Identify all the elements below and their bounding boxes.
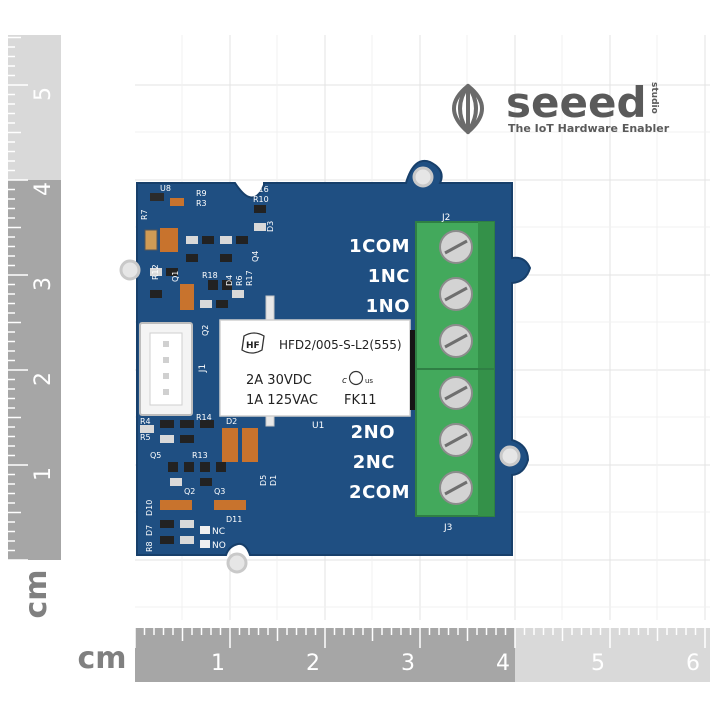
mount-hole-left (119, 259, 141, 281)
grove-connector (139, 322, 193, 416)
label-no-small: NO (212, 541, 226, 551)
hruler-tick-3: 3 (401, 651, 415, 676)
label-2no: 2NO (351, 422, 395, 443)
ref-d5: D5 (259, 475, 268, 486)
relay-brand-mark: HF (246, 341, 260, 351)
label-nc-small: NC (212, 527, 225, 537)
ref-r4: R4 (140, 417, 151, 426)
ref-q4: Q4 (251, 251, 260, 262)
mount-hole-right (499, 445, 521, 467)
mount-hole-top (412, 166, 434, 188)
label-j1: J1 (198, 364, 208, 373)
vruler-tick-1: 1 (31, 467, 56, 481)
hruler-tick-6: 6 (686, 651, 700, 676)
seeed-logo: seeed studio The IoT Hardware Enabler (452, 78, 670, 135)
ref-d3: D3 (266, 221, 275, 232)
relay-code: FK11 (344, 393, 377, 408)
ref-q2-b: Q2 (184, 487, 195, 496)
ref-r5: R5 (140, 433, 151, 442)
relay-cert-us: us (365, 377, 373, 385)
hruler-tick-1: 1 (211, 651, 225, 676)
vruler-tick-3: 3 (31, 277, 56, 291)
terminal-block (415, 221, 495, 517)
ref-d1: D1 (269, 475, 278, 486)
vruler-tick-5: 5 (31, 87, 56, 101)
hruler-tick-4: 4 (496, 651, 510, 676)
relay-cert-c: c (342, 376, 347, 386)
ref-r8: R8 (145, 541, 154, 552)
logo-studio: studio (649, 82, 659, 114)
ref-r10: R10 (253, 195, 269, 204)
hruler-unit-label: cm (77, 641, 126, 676)
ref-r13: R13 (192, 451, 208, 460)
ref-u8: U8 (160, 184, 171, 193)
horizontal-ruler: 1 2 3 4 5 6 cm (77, 628, 710, 682)
label-j3: J3 (443, 523, 452, 533)
ref-r6: R6 (235, 275, 244, 286)
label-2com: 2COM (349, 482, 410, 503)
ref-q3: Q3 (214, 487, 225, 496)
vertical-ruler: 5 4 3 2 1 cm (8, 35, 61, 619)
relay-model: HFD2/005-S-L2(555) (279, 338, 402, 352)
ref-d7: D7 (145, 525, 154, 536)
relay-board: J1 U8 R (119, 160, 532, 574)
relay-rating-1: 2A 30VDC (246, 373, 312, 388)
screw-icon (439, 324, 473, 358)
vruler-tick-4: 4 (31, 182, 56, 196)
label-u1: U1 (312, 421, 324, 431)
seeed-flame-icon (452, 84, 484, 134)
screw-icon (439, 423, 473, 457)
ref-r12: R12 (151, 264, 160, 280)
ref-designators: U8 R9 R3 R16 R10 D3 R7 Q4 R12 R6 D4 R17 … (140, 184, 324, 552)
mount-hole-bottom (226, 552, 248, 574)
ref-d10: D10 (145, 500, 154, 516)
logo-brand: seeed (506, 78, 647, 127)
label-j2: J2 (441, 213, 450, 223)
ref-r17: R17 (245, 270, 254, 286)
hruler-tick-2: 2 (306, 651, 320, 676)
screw-icon (439, 230, 473, 264)
ref-r3: R3 (196, 199, 207, 208)
label-1nc: 1NC (368, 266, 410, 287)
label-1no: 1NO (366, 296, 410, 317)
label-1com: 1COM (349, 236, 410, 257)
logo-tagline: The IoT Hardware Enabler (508, 122, 670, 135)
relay-rating-2: 1A 125VAC (246, 393, 318, 408)
ref-d11: D11 (226, 515, 242, 524)
screw-icon (439, 376, 473, 410)
ref-r7: R7 (140, 209, 149, 220)
hruler-tick-5: 5 (591, 651, 605, 676)
ref-q1: Q1 (171, 271, 180, 282)
ref-q5: Q5 (150, 451, 161, 460)
label-2nc: 2NC (353, 452, 395, 473)
screw-icon (439, 277, 473, 311)
vruler-unit-label: cm (19, 569, 54, 618)
ref-r9: R9 (196, 189, 207, 198)
ref-q2: Q2 (201, 325, 210, 336)
ref-r14: R14 (196, 413, 212, 422)
relay-component: HF HFD2/005-S-L2(555) 2A 30VDC 1A 125VAC… (219, 295, 418, 427)
smd-components (140, 193, 266, 548)
hf-brand-icon: HF (241, 332, 265, 354)
terminal-screws (439, 230, 473, 505)
ref-r16: R16 (253, 185, 269, 194)
screw-icon (439, 471, 473, 505)
vruler-tick-2: 2 (31, 372, 56, 386)
ref-d2: D2 (226, 417, 237, 426)
ref-d4: D4 (225, 275, 234, 286)
ul-certification-icon: c us (342, 370, 373, 386)
ref-r18: R18 (202, 271, 218, 280)
